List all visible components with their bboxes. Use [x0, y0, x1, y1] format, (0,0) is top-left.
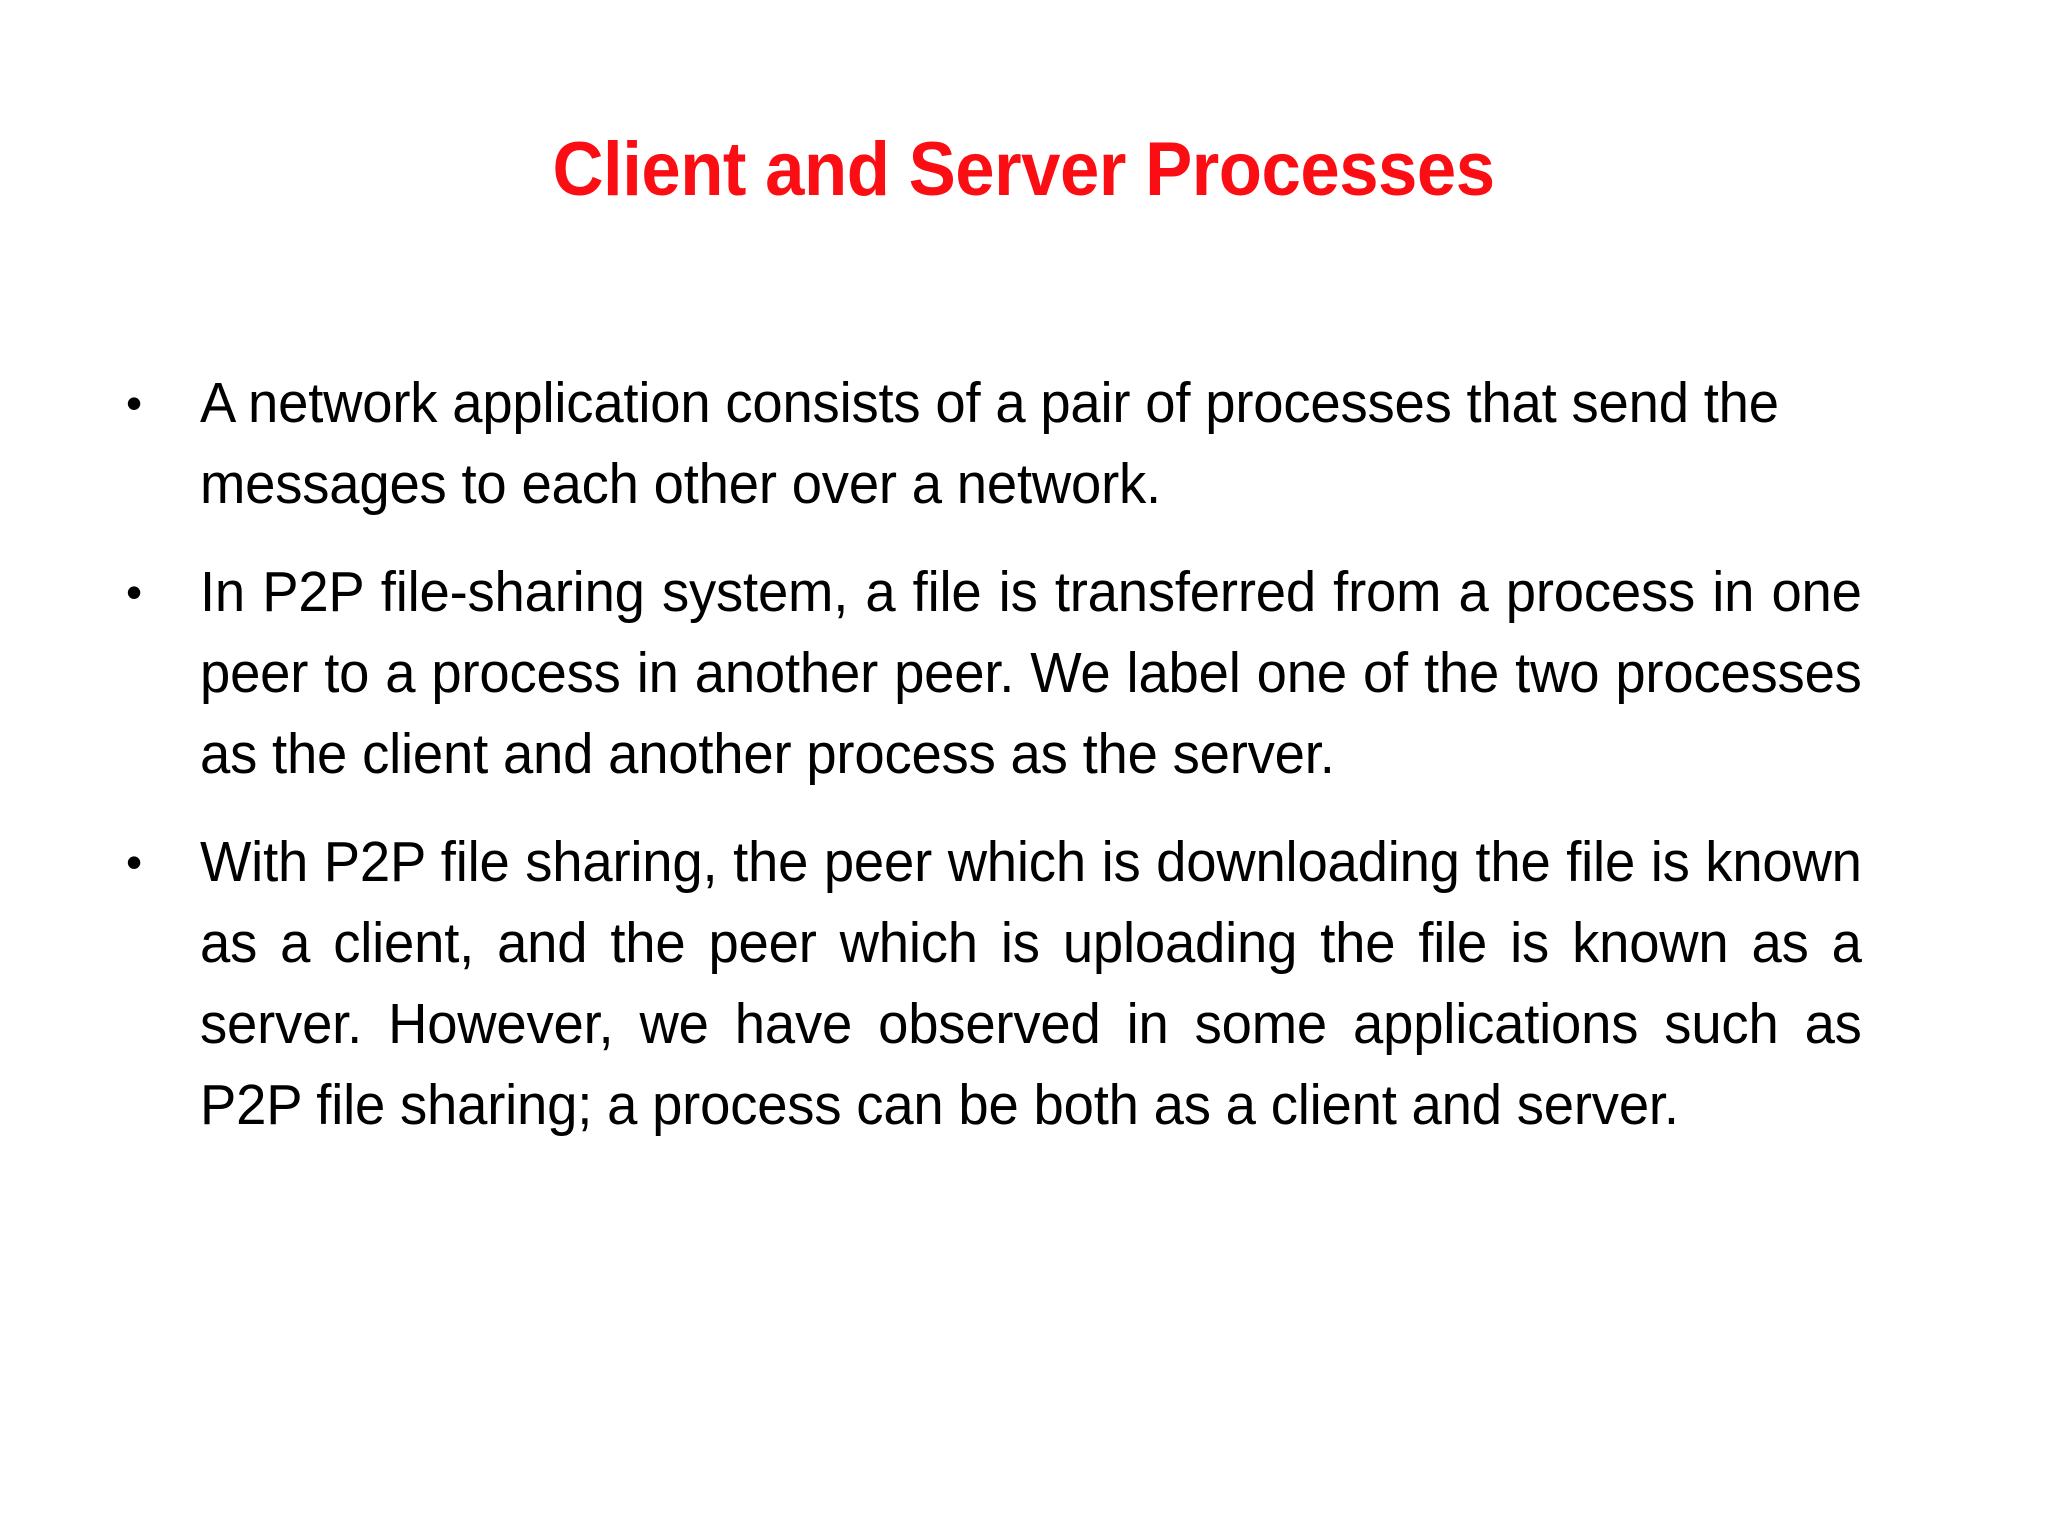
- list-item: • In P2P file-sharing system, a file is …: [108, 552, 1940, 795]
- list-item: • A network application consists of a pa…: [108, 363, 1940, 525]
- list-item-text: In P2P file-sharing system, a file is tr…: [200, 560, 1862, 786]
- list-item-text: With P2P file sharing, the peer which is…: [200, 830, 1862, 1137]
- list-item: • With P2P file sharing, the peer which …: [108, 822, 1940, 1146]
- page-title-text: Client and Server Processes: [552, 127, 1496, 212]
- page-title: Client and Server Processes: [0, 128, 2048, 212]
- bullet-point-icon: •: [126, 377, 143, 429]
- list-item-text: A network application consists of a pair…: [200, 371, 1779, 516]
- bullet-point-icon: •: [126, 836, 143, 888]
- bullet-list: • A network application consists of a pa…: [108, 363, 1940, 1146]
- bullet-point-icon: •: [126, 566, 143, 618]
